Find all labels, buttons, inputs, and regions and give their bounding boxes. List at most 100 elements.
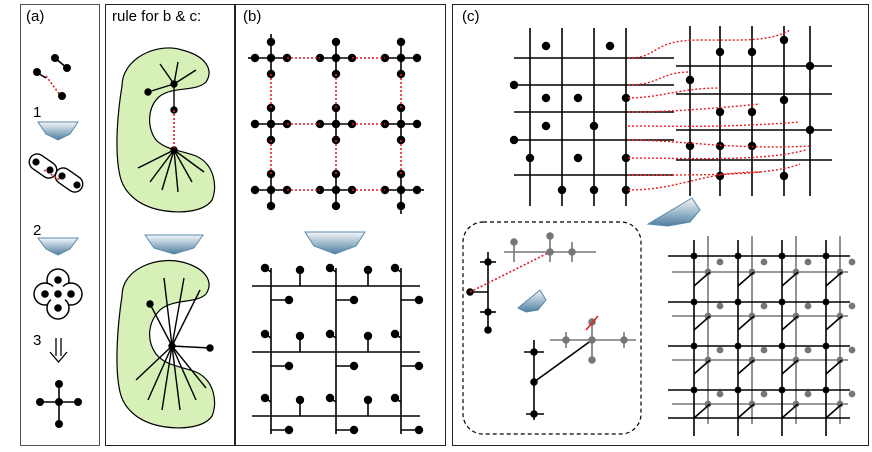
panel-a-label: (a)	[26, 8, 45, 25]
node	[266, 119, 276, 129]
node	[541, 121, 551, 131]
node	[331, 185, 341, 195]
node	[779, 35, 789, 45]
node	[541, 41, 551, 51]
node	[822, 252, 830, 260]
node	[396, 185, 406, 195]
node	[734, 298, 742, 306]
step-3-label: 3	[33, 332, 42, 349]
node	[605, 41, 615, 51]
node	[573, 93, 583, 103]
node	[804, 346, 812, 354]
edge	[825, 271, 843, 287]
step-1-label: 1	[33, 104, 42, 121]
node	[690, 298, 698, 306]
edge	[781, 359, 799, 375]
node	[331, 53, 341, 63]
node	[541, 93, 551, 103]
edge	[737, 403, 755, 419]
node	[331, 201, 341, 211]
node	[734, 342, 742, 350]
edge	[693, 315, 711, 331]
panel-rule-label: rule for b & c:	[112, 8, 202, 25]
panel-a	[20, 4, 100, 446]
node	[748, 312, 756, 320]
node	[716, 346, 724, 354]
edge	[394, 397, 402, 403]
node	[704, 400, 712, 408]
node	[734, 386, 742, 394]
panel-b-result-grid	[252, 263, 424, 435]
node	[804, 258, 812, 266]
edge	[737, 359, 755, 375]
edge	[329, 397, 337, 403]
node	[396, 119, 406, 129]
node	[412, 53, 422, 63]
node	[295, 331, 305, 341]
edge	[737, 315, 755, 331]
rule-drawing	[116, 47, 216, 429]
edge	[394, 267, 402, 273]
node	[822, 342, 830, 350]
node	[734, 252, 742, 260]
edge	[264, 267, 272, 273]
node	[295, 395, 305, 405]
node	[792, 312, 800, 320]
node	[685, 141, 695, 151]
edge	[693, 359, 711, 375]
node	[266, 201, 276, 211]
inset-drawing	[466, 232, 636, 420]
node	[509, 135, 519, 145]
panel-c-inset	[462, 221, 642, 435]
node	[760, 346, 768, 354]
node	[573, 153, 583, 163]
node	[363, 265, 373, 275]
node	[716, 258, 724, 266]
node	[396, 53, 406, 63]
panel-c-red-links	[627, 29, 813, 191]
node	[848, 346, 856, 354]
arrow-down-icon	[304, 231, 366, 255]
step-2-label: 2	[33, 222, 42, 239]
arrow-down-icon	[37, 121, 79, 141]
edge	[825, 403, 843, 419]
node	[836, 400, 844, 408]
node	[760, 302, 768, 310]
node	[704, 268, 712, 276]
panel-c-result-grid	[668, 236, 856, 436]
node	[690, 386, 698, 394]
edge	[329, 333, 337, 339]
panel-b-grid	[248, 34, 424, 214]
node	[685, 75, 695, 85]
node	[792, 268, 800, 276]
node	[747, 107, 757, 117]
node	[748, 356, 756, 364]
node	[412, 119, 422, 129]
node	[589, 121, 599, 131]
node	[690, 342, 698, 350]
node	[266, 185, 276, 195]
node	[836, 356, 844, 364]
node	[266, 53, 276, 63]
node	[760, 258, 768, 266]
edge	[781, 315, 799, 331]
edge	[781, 403, 799, 419]
node	[778, 298, 786, 306]
edge	[737, 271, 755, 287]
panel-b-label: (b)	[243, 8, 262, 25]
arrow-down-icon	[517, 289, 547, 313]
arrow-down-icon	[144, 234, 204, 255]
node	[778, 252, 786, 260]
edge	[693, 271, 711, 287]
node	[715, 171, 725, 181]
node	[836, 312, 844, 320]
node	[748, 268, 756, 276]
panel-a-drawing	[28, 53, 84, 428]
node	[363, 331, 373, 341]
node	[848, 390, 856, 398]
node	[704, 356, 712, 364]
node	[805, 125, 815, 135]
edge	[329, 267, 337, 273]
node	[295, 265, 305, 275]
